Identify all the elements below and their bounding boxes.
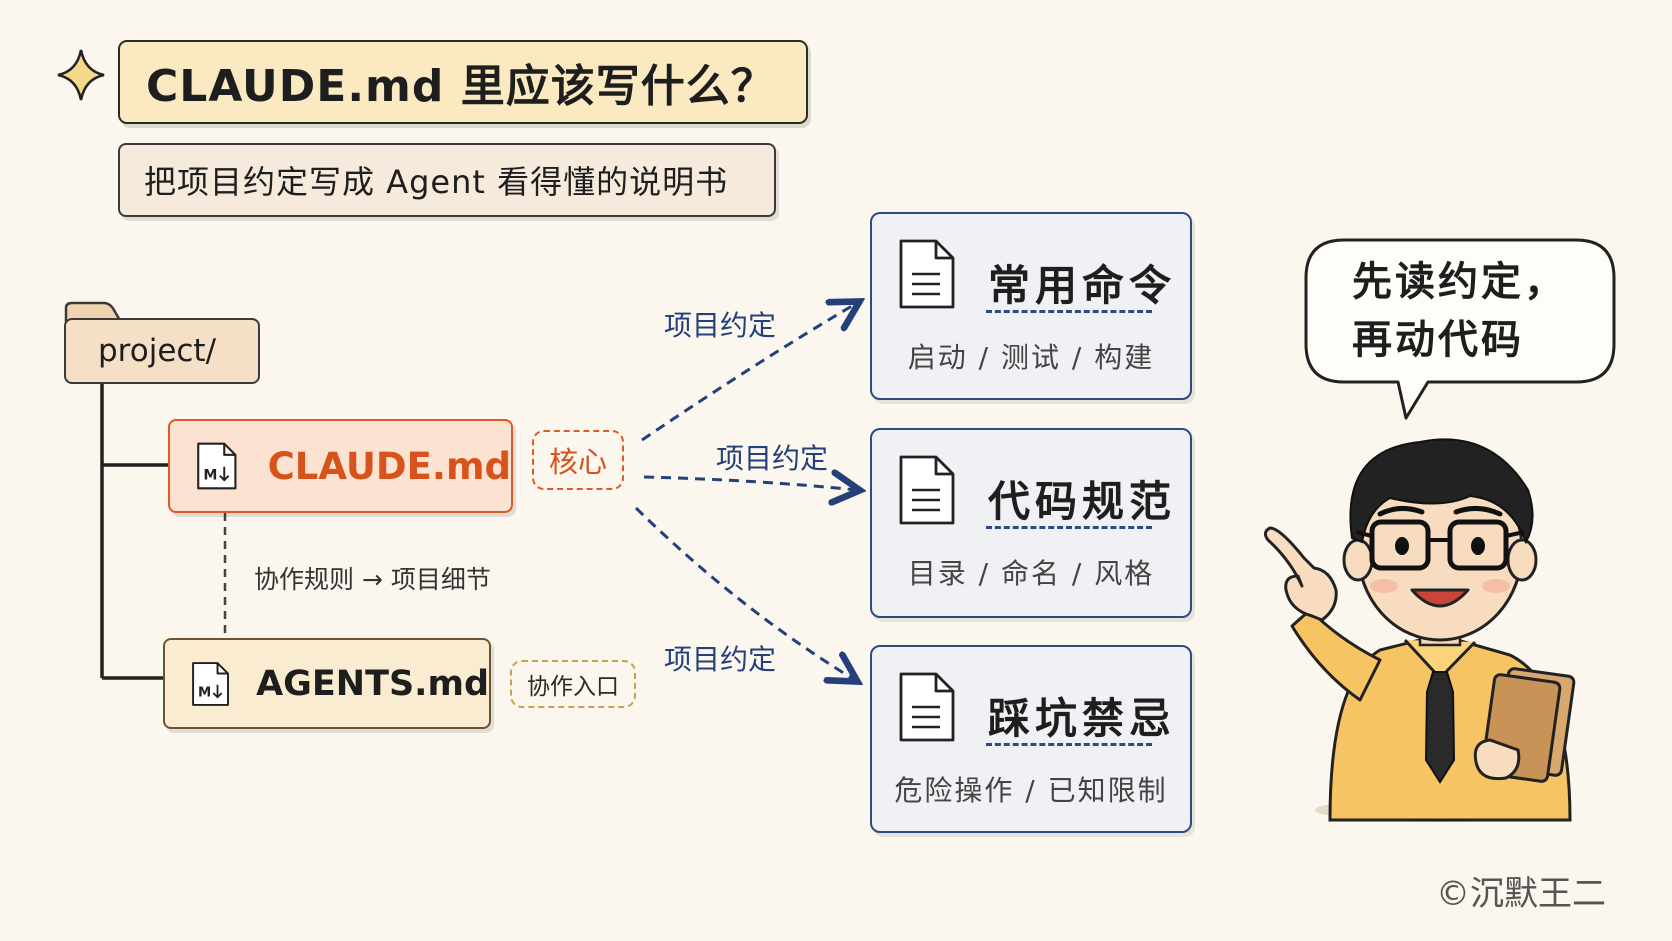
document-icon xyxy=(899,672,955,742)
arrow-to-card-3 xyxy=(634,506,855,680)
card-subtitle: 危险操作 / 已知限制 xyxy=(894,774,1168,807)
folder-project[interactable]: project/ xyxy=(64,318,260,384)
card-conventions[interactable]: 代码规范 目录 / 命名 / 风格 xyxy=(870,428,1192,618)
card-subtitle: 目录 / 命名 / 风格 xyxy=(907,557,1155,590)
file-claude-name: CLAUDE.md xyxy=(267,444,511,488)
card-pitfalls[interactable]: 踩坑禁忌 危险操作 / 已知限制 xyxy=(870,645,1192,833)
title-banner: CLAUDE.md 里应该写什么？ xyxy=(118,40,808,124)
tag-entry: 协作入口 xyxy=(510,660,636,708)
tag-core-label: 核心 xyxy=(548,445,607,479)
arrow-to-card-1 xyxy=(641,303,857,442)
tag-entry-label: 协作入口 xyxy=(527,674,619,700)
speech-bubble xyxy=(1304,238,1616,420)
card-underline xyxy=(986,310,1152,313)
file-claude-md[interactable]: M CLAUDE.md xyxy=(168,419,513,513)
markdown-file-icon: M xyxy=(192,661,229,706)
page-subtitle: 把项目约定写成 Agent 看得懂的说明书 xyxy=(144,163,729,201)
sparkle-icon xyxy=(57,49,105,101)
subtitle-banner: 把项目约定写成 Agent 看得懂的说明书 xyxy=(118,143,776,217)
svg-text:M: M xyxy=(198,685,211,700)
page-title: CLAUDE.md 里应该写什么？ xyxy=(146,61,776,112)
bubble-line-2: 再动代码 xyxy=(1352,317,1524,363)
card-commands[interactable]: 常用命令 启动 / 测试 / 构建 xyxy=(870,212,1192,400)
arrow-label-2: 项目约定 xyxy=(716,442,829,475)
card-title: 常用命令 xyxy=(988,261,1177,310)
file-agents-md[interactable]: M AGENTS.md xyxy=(163,638,491,729)
document-icon xyxy=(899,239,955,309)
svg-text:M: M xyxy=(203,467,217,483)
folder-label: project/ xyxy=(98,333,217,369)
arrow-label-3: 项目约定 xyxy=(664,643,777,676)
card-subtitle: 启动 / 测试 / 构建 xyxy=(907,341,1155,374)
arrow-to-card-2 xyxy=(643,477,857,490)
presenter-illustration xyxy=(1263,438,1576,822)
file-link-note: 协作规则 → 项目细节 xyxy=(254,565,491,594)
card-title: 代码规范 xyxy=(988,477,1177,526)
card-underline xyxy=(986,526,1152,529)
card-title: 踩坑禁忌 xyxy=(988,694,1177,743)
speech-bubble-text: 先读约定， 再动代码 xyxy=(1352,253,1567,369)
tag-core: 核心 xyxy=(532,430,624,490)
card-underline xyxy=(986,743,1152,746)
copyright-watermark: ©沉默王二 xyxy=(1436,874,1606,914)
bubble-line-1: 先读约定， xyxy=(1352,259,1567,305)
markdown-file-icon: M xyxy=(197,442,237,490)
document-icon xyxy=(899,455,955,525)
arrow-label-1: 项目约定 xyxy=(664,309,777,342)
file-agents-name: AGENTS.md xyxy=(256,663,489,704)
